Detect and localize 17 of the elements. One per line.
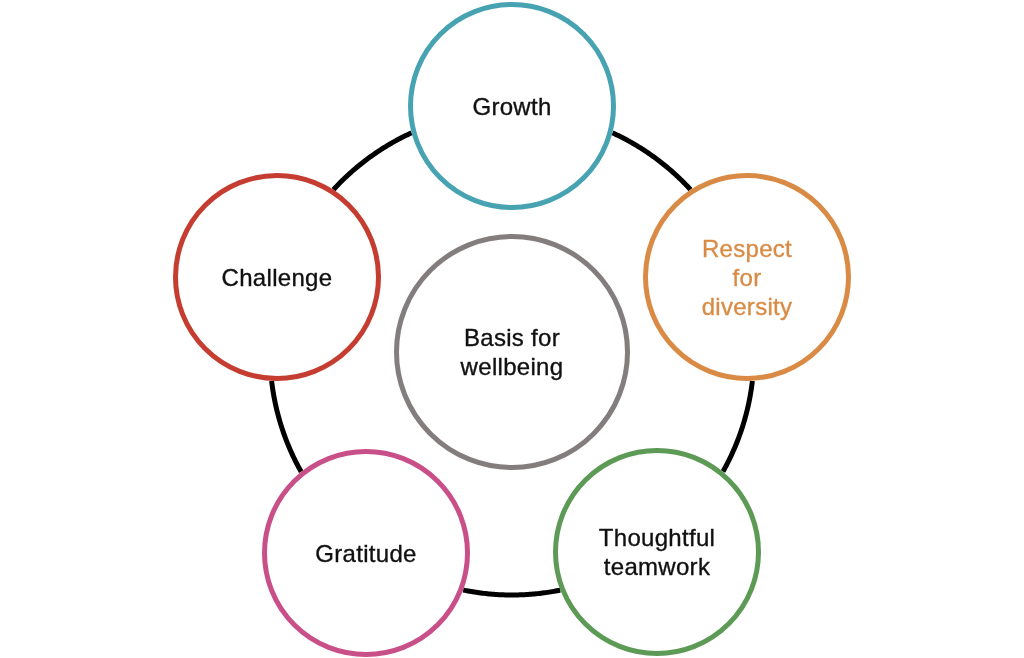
circle-node (262, 449, 470, 657)
circle-node (553, 448, 761, 656)
node-label: Growth (472, 91, 552, 121)
connector-arc (611, 130, 693, 192)
connector-arc (331, 130, 413, 192)
connector-arc (462, 587, 562, 598)
connector-arc (269, 379, 304, 473)
node-label: Gratitude (315, 538, 417, 568)
connector-arc (720, 379, 755, 473)
node-label: Challenge (221, 262, 333, 292)
node-label: Respect for diversity (700, 233, 794, 321)
node-label: Basis for wellbeing (459, 323, 565, 381)
circle-node (643, 173, 851, 381)
circle-node (173, 173, 381, 381)
circle-node (408, 2, 616, 210)
circle-node (394, 234, 630, 470)
node-label: Thoughtful teamwork (597, 523, 717, 581)
